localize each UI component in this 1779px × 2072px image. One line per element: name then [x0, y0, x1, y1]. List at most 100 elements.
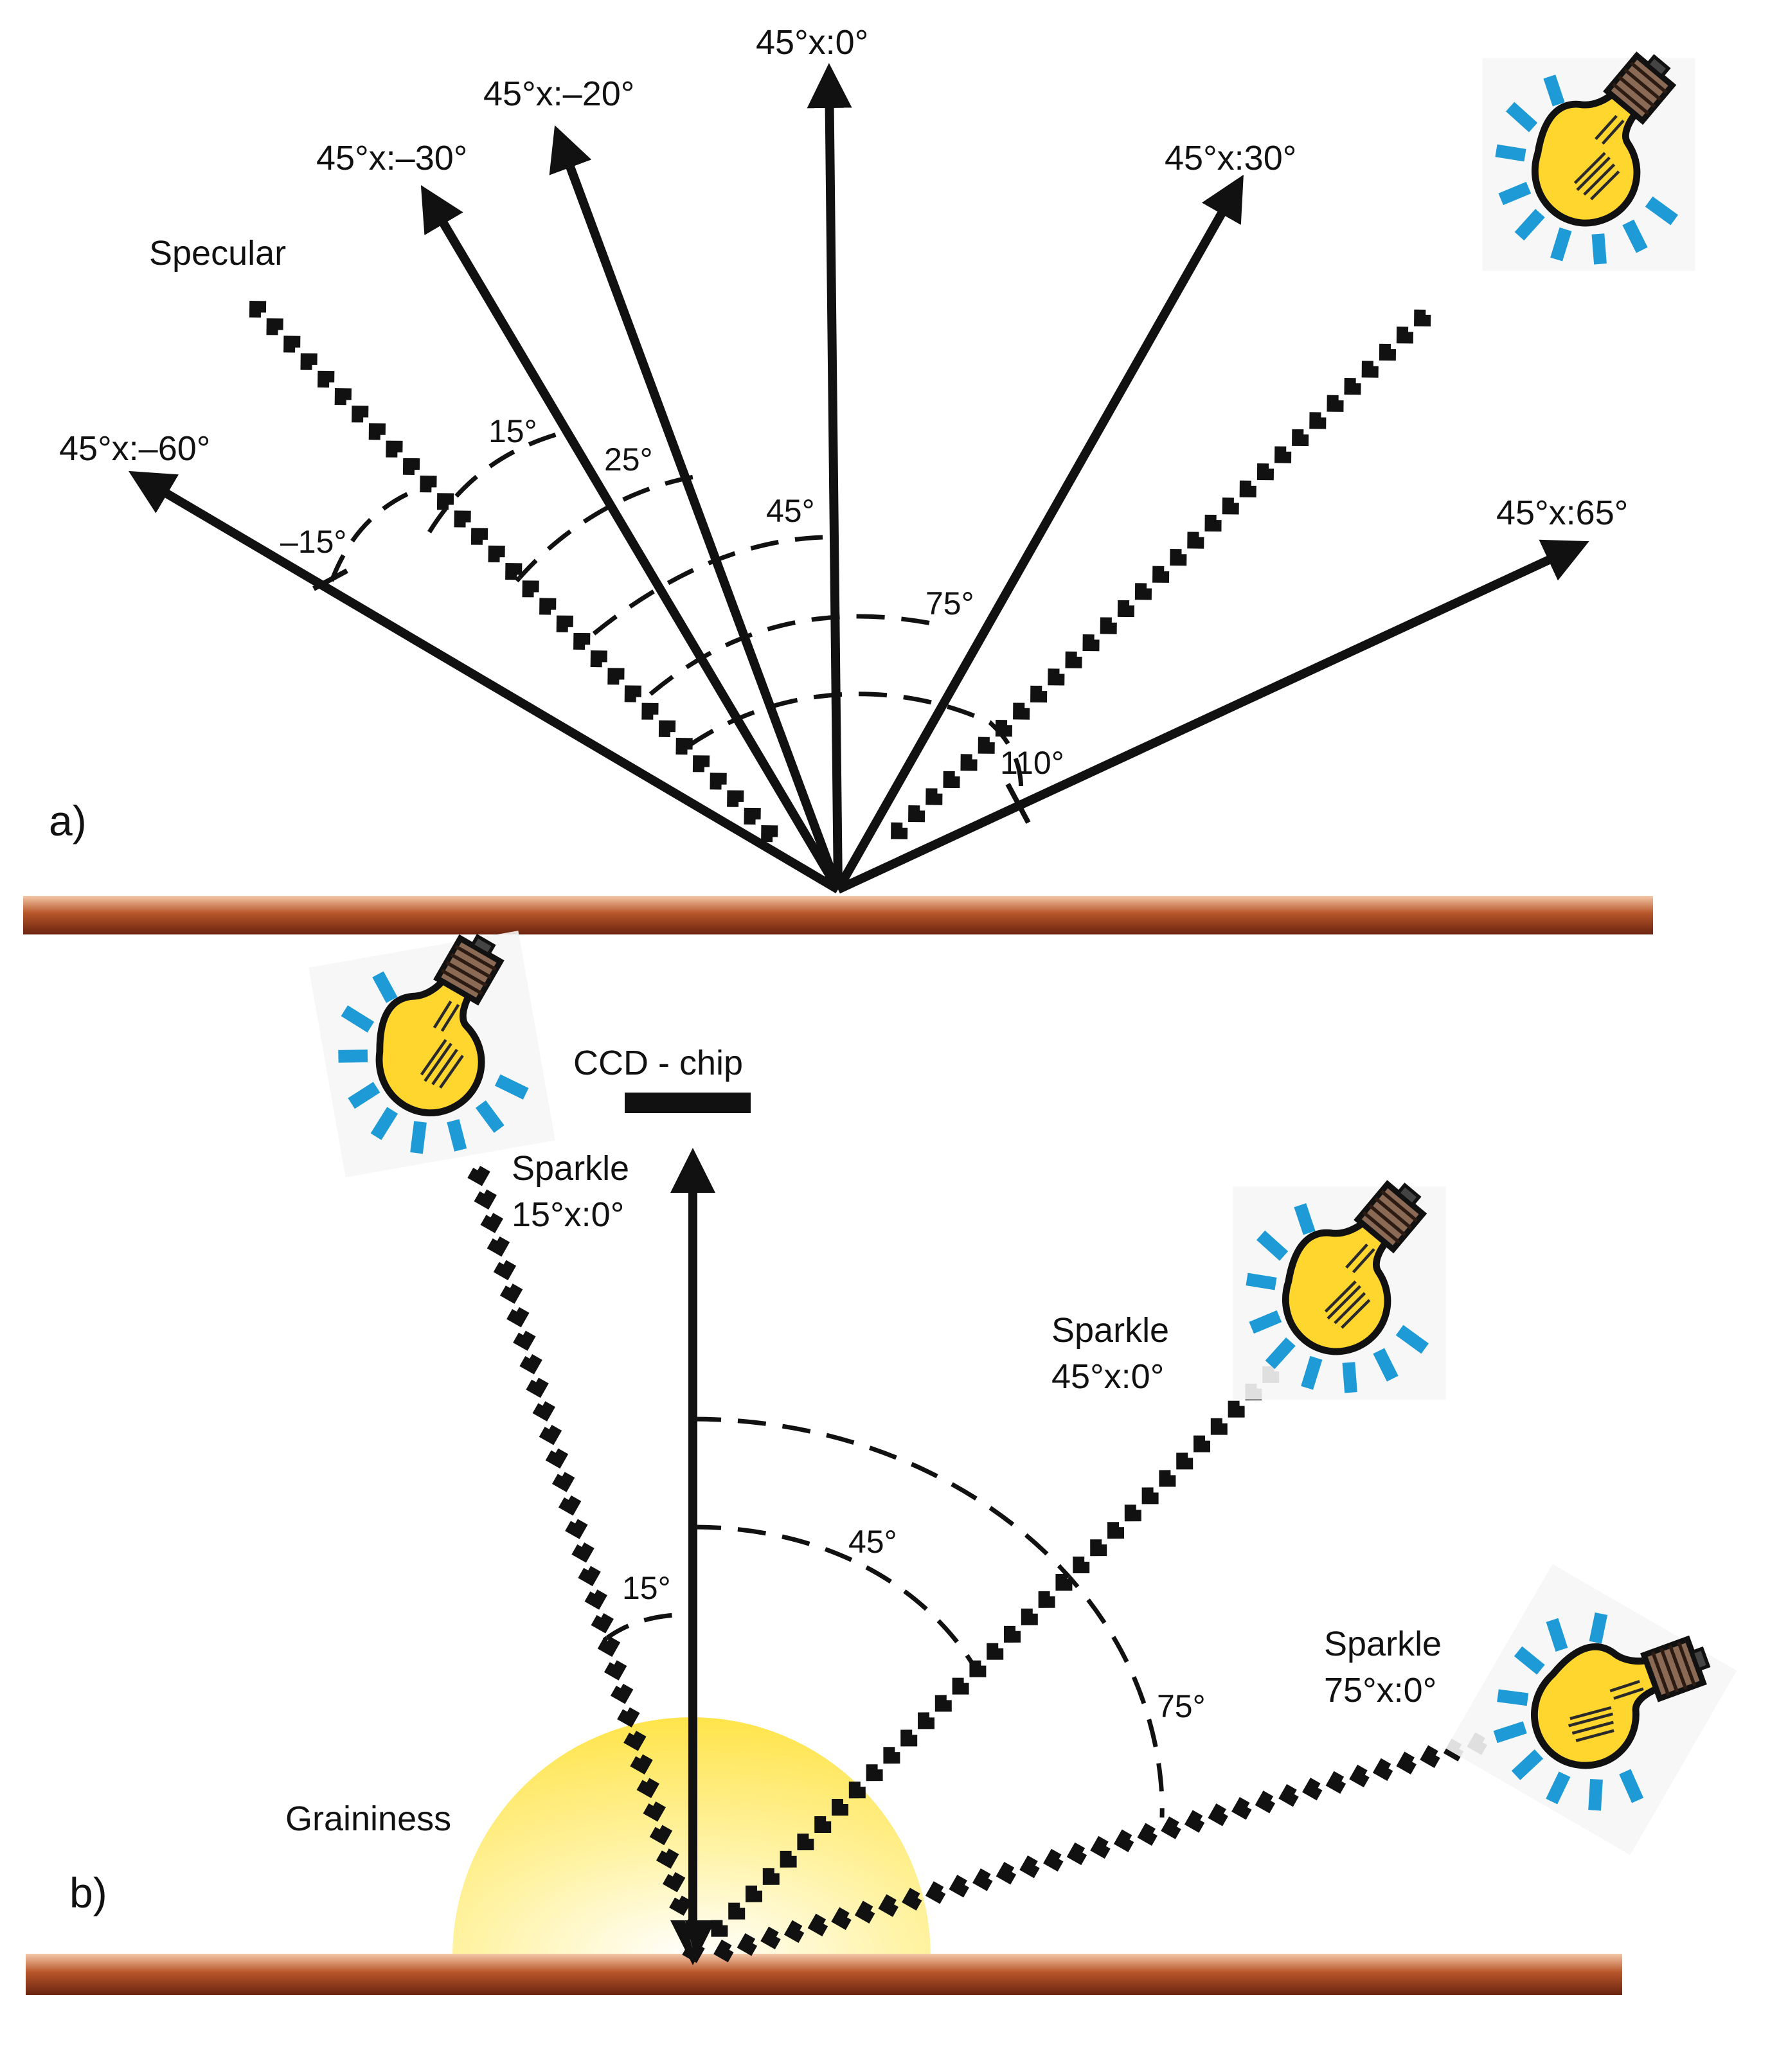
beam-chevron [1013, 702, 1030, 720]
beam-chevron [854, 1900, 875, 1924]
beam-chevron [1228, 1400, 1245, 1418]
beam-chevron [1302, 1777, 1323, 1801]
beam-chevron [807, 1913, 828, 1936]
beam-chevron [1152, 566, 1170, 583]
beam-chevron [636, 1778, 659, 1798]
beam-chevron [952, 1677, 969, 1695]
beam-chevron [969, 1660, 987, 1677]
angle-label-45: 45° [766, 493, 815, 529]
beam-chevron [597, 1636, 621, 1657]
beam-chevron [1292, 429, 1309, 447]
beam-chevron [420, 476, 437, 493]
beam-chevron [526, 1377, 549, 1398]
beam-chevron [487, 1236, 510, 1257]
light-bulb-icon [1482, 48, 1695, 271]
angle-label-75: 75° [925, 585, 974, 621]
beam-chevron [943, 771, 960, 789]
beam-chevron [558, 1495, 582, 1516]
beam-chevron [283, 335, 301, 353]
beam-chevron [814, 1816, 832, 1834]
beam-chevron [831, 1907, 852, 1930]
beam-chevron [960, 754, 978, 771]
sparkle-75-title: Sparkle [1324, 1625, 1442, 1663]
beam-chevron [1278, 1783, 1299, 1807]
light-bulb-icon [1233, 1176, 1445, 1400]
ray-minus-60 [128, 470, 841, 894]
beam-chevron [1420, 1745, 1440, 1768]
beam-chevron [578, 1566, 601, 1587]
arc-b-15 [602, 1612, 693, 1642]
beam-chevron [1396, 1751, 1417, 1774]
beam-chevron [745, 1885, 763, 1902]
panel-a: 45°x:–60° 45°x:–30° 45°x:–20° 45°x:0° 45… [23, 23, 1695, 934]
beam-chevron [454, 510, 471, 528]
beam-chevron [891, 822, 908, 839]
light-bulb-icon [1446, 1555, 1742, 1855]
beam-chevron [908, 805, 925, 823]
beam-chevron [669, 1895, 692, 1916]
light-bulb-icon [307, 920, 555, 1177]
arc-75 [648, 614, 939, 696]
incident-chevrons [891, 309, 1431, 839]
beam-chevron [783, 1920, 805, 1943]
beam-chevron [480, 1213, 503, 1233]
beam-chevron [590, 650, 607, 668]
beam-chevron [539, 598, 557, 615]
angle-label-b-15: 15° [622, 1570, 671, 1606]
beam-chevron [1396, 326, 1414, 344]
beam-chevron [470, 528, 488, 545]
beam-chevron [1090, 1835, 1111, 1859]
beam-chevron [902, 1888, 922, 1911]
sparkle-45-geometry: 45°x:0° [1051, 1357, 1164, 1396]
angle-label-110: 110° [1000, 745, 1064, 781]
beam-chevron [623, 1731, 647, 1751]
beam-chevron [474, 1189, 497, 1210]
ray-label-65: 45°x:65° [1496, 494, 1628, 532]
beam-chevron [934, 1695, 952, 1712]
beam-chevron [1222, 497, 1239, 515]
beam-chevron [1208, 1803, 1228, 1826]
beam-chevron [1274, 446, 1292, 463]
beam-chevron [1055, 1574, 1073, 1591]
beam-chevron [737, 1933, 758, 1956]
beam-chevron [1134, 583, 1152, 600]
beam-chevron [949, 1875, 969, 1898]
beam-chevron [551, 1472, 575, 1492]
beam-chevron [780, 1850, 797, 1868]
beam-chevron [1170, 549, 1187, 566]
beam-chevron [987, 1643, 1004, 1660]
beam-chevron [1107, 1522, 1125, 1539]
aspecular-rays [128, 63, 1589, 894]
beam-chevron [1256, 463, 1274, 481]
beam-chevron [761, 825, 778, 843]
beam-chevron [1176, 1452, 1193, 1470]
beam-chevron [519, 1354, 542, 1375]
beam-chevron [797, 1834, 814, 1851]
specular-chevrons [249, 301, 778, 843]
beam-chevron [728, 1902, 746, 1920]
beam-chevron [917, 1712, 935, 1729]
beam-chevron [1066, 1842, 1087, 1866]
beam-chevron [1141, 1487, 1159, 1505]
surface-b [26, 1954, 1622, 1995]
beam-chevron [848, 1782, 866, 1799]
beam-chevron [1003, 1625, 1021, 1643]
beam-chevron [925, 788, 943, 805]
beam-chevron [713, 1939, 734, 1963]
beam-chevron [692, 755, 710, 773]
beam-chevron [649, 1825, 673, 1846]
beam-chevron [1065, 651, 1082, 668]
beam-chevron [1038, 1591, 1055, 1608]
ray-30 [834, 174, 1244, 892]
beam-chevron [1030, 685, 1048, 703]
beam-chevron [1113, 1829, 1134, 1852]
beam-chevron [402, 458, 420, 476]
panel-label-b: b) [69, 1869, 107, 1916]
ray-label-minus-20: 45°x:–20° [483, 75, 634, 113]
beam-chevron [711, 1920, 728, 1937]
beam-chevron [488, 545, 505, 563]
ray-0 [807, 63, 852, 890]
beam-chevron [1073, 1557, 1090, 1574]
beam-chevron [641, 702, 659, 720]
beam-chevron [1255, 1791, 1276, 1814]
